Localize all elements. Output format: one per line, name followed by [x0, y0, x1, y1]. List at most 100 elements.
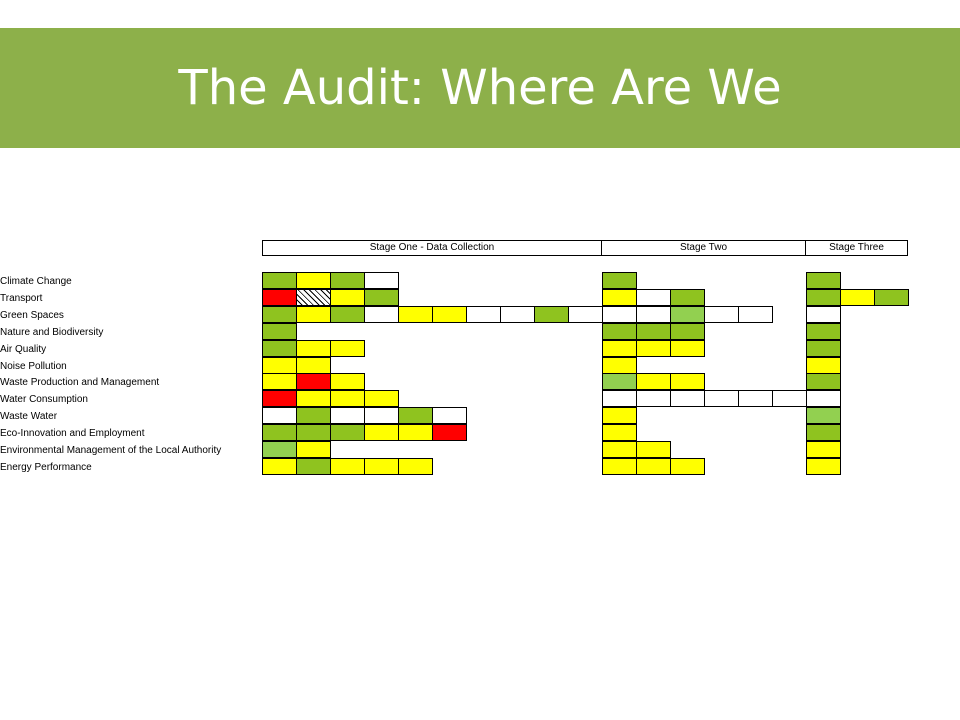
title-banner: The Audit: Where Are We: [0, 28, 960, 148]
status-cell: [636, 441, 671, 458]
status-cell: [330, 457, 365, 475]
status-cell: [398, 407, 433, 425]
status-cell: [670, 339, 705, 357]
status-cell: [262, 322, 297, 340]
status-cell: [806, 272, 841, 289]
status-cell: [602, 322, 637, 340]
status-cell: [704, 305, 739, 323]
status-cell: [398, 305, 433, 323]
row-label: Nature and Biodiversity: [0, 326, 104, 338]
status-cell: [874, 288, 909, 306]
status-cell: [262, 441, 297, 458]
status-cell: [364, 272, 399, 289]
row-label: Energy Performance: [0, 461, 92, 473]
status-cell: [806, 441, 841, 458]
stage-header-two: Stage Two: [601, 240, 806, 256]
status-cell: [364, 305, 399, 323]
status-cell: [602, 424, 637, 442]
status-cell: [262, 424, 297, 442]
status-cell: [296, 305, 331, 323]
status-cell: [602, 272, 637, 289]
status-cell: [364, 288, 399, 306]
status-cell: [806, 288, 841, 306]
row-label: Water Consumption: [0, 394, 88, 406]
status-cell: [602, 457, 637, 475]
status-cell: [636, 373, 671, 391]
status-cell: [296, 457, 331, 475]
status-cell: [670, 373, 705, 391]
status-cell: [670, 305, 705, 323]
status-cell: [806, 424, 841, 442]
status-cell: [738, 305, 773, 323]
status-cell: [602, 356, 637, 374]
status-cell: [806, 390, 841, 408]
status-cell: [670, 457, 705, 475]
status-cell: [330, 339, 365, 357]
status-cell: [636, 322, 671, 340]
status-cell: [364, 424, 399, 442]
status-cell: [534, 305, 569, 323]
status-cell: [262, 457, 297, 475]
status-cell: [500, 305, 535, 323]
status-cell: [466, 305, 501, 323]
status-cell: [262, 373, 297, 391]
status-cell: [806, 305, 841, 323]
status-cell: [330, 272, 365, 289]
status-cell: [704, 390, 739, 408]
status-cell: [296, 272, 331, 289]
status-cell: [636, 339, 671, 357]
status-cell: [636, 390, 671, 408]
status-cell: [330, 390, 365, 408]
status-cell: [602, 373, 637, 391]
status-cell: [262, 356, 297, 374]
status-cell: [602, 441, 637, 458]
status-cell: [262, 339, 297, 357]
status-cell: [772, 390, 807, 408]
stage-header-three: Stage Three: [805, 240, 908, 256]
row-label: Waste Production and Management: [0, 377, 160, 389]
status-cell: [330, 288, 365, 306]
status-cell: [670, 322, 705, 340]
status-cell: [432, 424, 467, 442]
status-cell: [330, 373, 365, 391]
status-cell: [330, 305, 365, 323]
status-cell: [602, 305, 637, 323]
status-cell: [296, 424, 331, 442]
status-cell: [670, 288, 705, 306]
status-cell: [636, 288, 671, 306]
status-cell: [262, 272, 297, 289]
status-cell: [364, 407, 399, 425]
row-label: Noise Pollution: [0, 360, 67, 372]
status-cell: [364, 457, 399, 475]
row-label: Environmental Management of the Local Au…: [0, 445, 222, 456]
status-cell: [636, 305, 671, 323]
status-cell: [806, 407, 841, 425]
status-cell: [806, 356, 841, 374]
status-cell: [432, 305, 467, 323]
status-cell: [364, 390, 399, 408]
status-cell: [296, 288, 331, 306]
status-cell: [806, 373, 841, 391]
status-cell: [602, 288, 637, 306]
status-cell: [296, 441, 331, 458]
row-label: Transport: [0, 292, 43, 304]
status-cell: [432, 407, 467, 425]
row-label: Waste Water: [0, 411, 58, 423]
status-cell: [398, 457, 433, 475]
status-cell: [602, 339, 637, 357]
status-cell: [602, 390, 637, 408]
status-cell: [636, 457, 671, 475]
row-label: Climate Change: [0, 276, 72, 287]
status-cell: [806, 322, 841, 340]
status-cell: [296, 356, 331, 374]
page-title: The Audit: Where Are We: [178, 60, 782, 116]
status-cell: [602, 407, 637, 425]
status-cell: [738, 390, 773, 408]
status-cell: [330, 424, 365, 442]
status-cell: [296, 407, 331, 425]
row-label: Green Spaces: [0, 309, 64, 321]
status-cell: [262, 407, 297, 425]
status-cell: [806, 339, 841, 357]
status-cell: [670, 390, 705, 408]
status-cell: [262, 305, 297, 323]
